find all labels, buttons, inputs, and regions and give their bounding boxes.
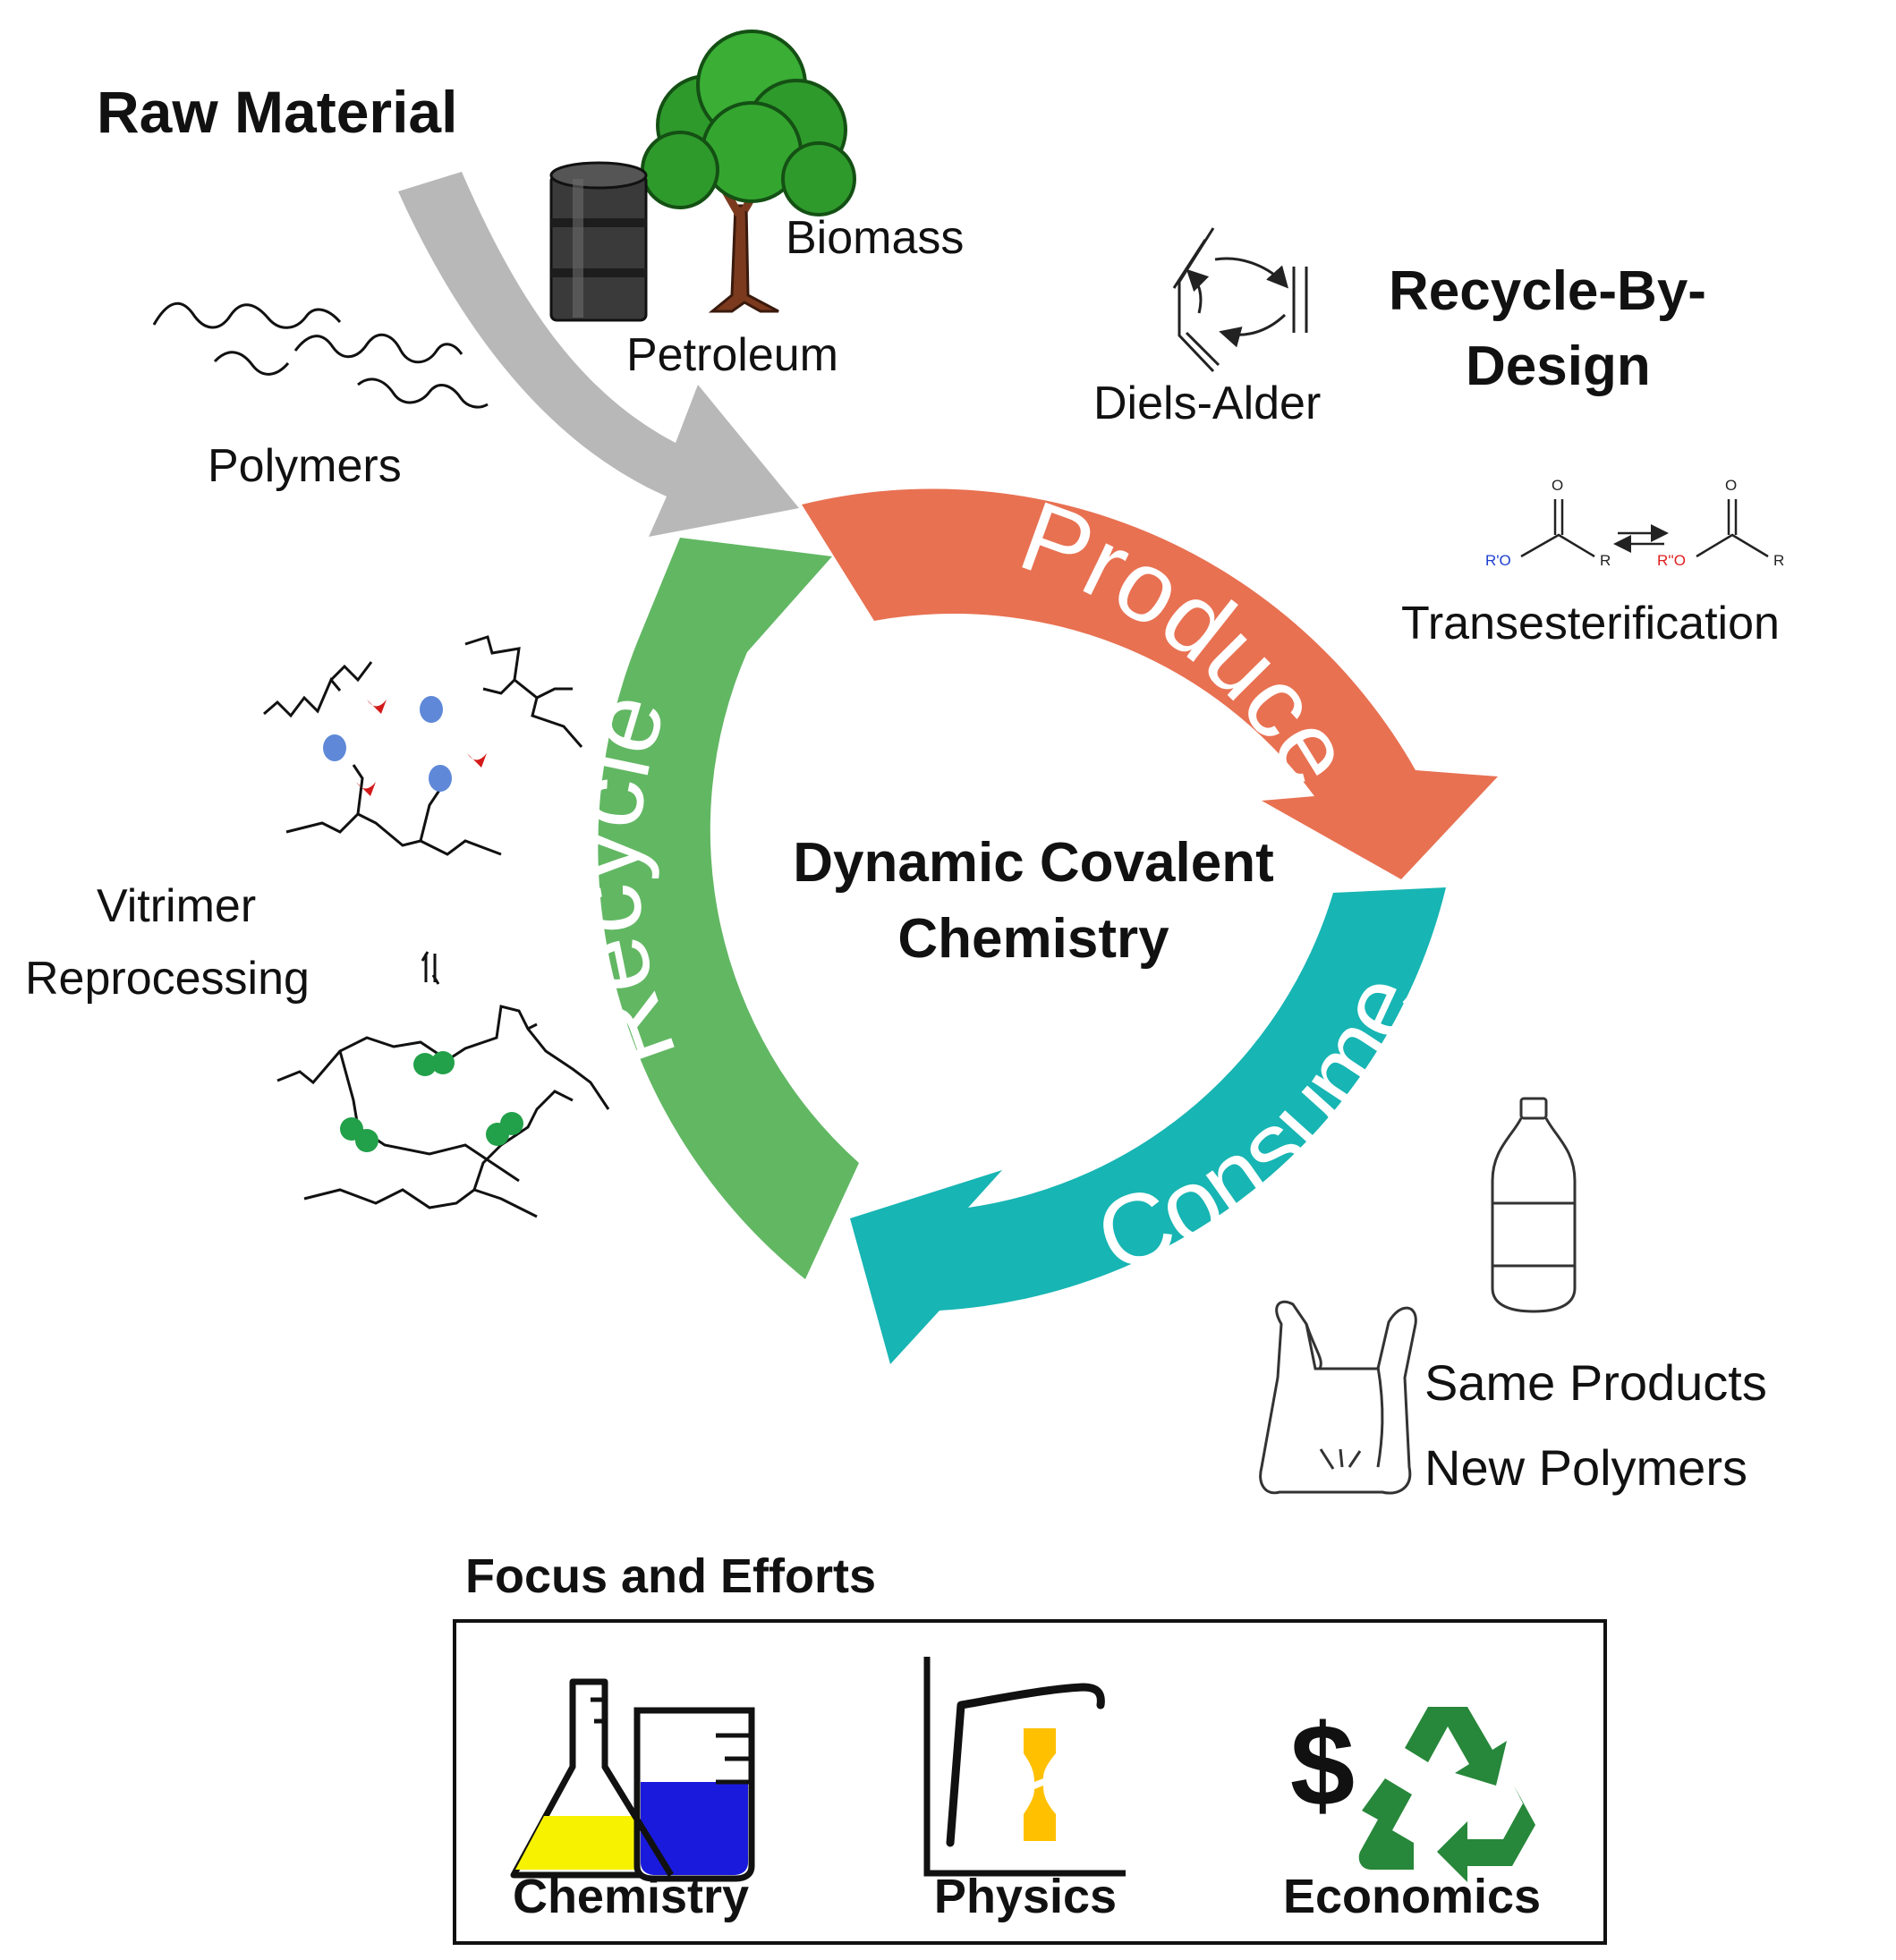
focus-box: [453, 1619, 1607, 1945]
vitrimer-label-line1: Vitrimer: [97, 880, 256, 932]
raw-material-title: Raw Material: [97, 79, 457, 145]
polymer-chains-icon: [152, 301, 489, 409]
oil-barrel-icon: [549, 161, 648, 322]
recycle-by-design-title-line2: Design: [1466, 335, 1651, 397]
products-label-line1: Same Products: [1424, 1354, 1767, 1411]
focus-title: Focus and Efforts: [465, 1549, 876, 1603]
ester-right-group: R''O: [1657, 552, 1686, 569]
flask-beaker-icon: [510, 1678, 755, 1882]
consume-label: Consume: [1083, 957, 1441, 1294]
tree-icon: [641, 30, 856, 313]
focus-item-chemistry: Chemistry: [513, 1870, 749, 1923]
ester-left-o: O: [1552, 477, 1563, 494]
petroleum-label: Petroleum: [626, 329, 838, 381]
diels-alder-scheme-icon: [1172, 227, 1308, 373]
plastic-bottle-icon: [1491, 1097, 1577, 1313]
diels-alder-label: Diels-Alder: [1093, 378, 1321, 429]
ester-left-group: R'O: [1485, 552, 1511, 569]
stress-strain-icon: [923, 1657, 1126, 1877]
produce-arrow: [802, 488, 1498, 879]
recycle-arrow: [598, 538, 859, 1279]
dollar-recycle-icon: $: [1290, 1700, 1535, 1882]
produce-label: Produce: [1007, 479, 1374, 803]
vitrimer-network-top-icon: [263, 635, 583, 856]
ester-right-r: R: [1773, 552, 1784, 569]
plastic-bag-icon: [1259, 1300, 1417, 1495]
polymers-label: Polymers: [208, 440, 402, 492]
raw-material-feed-arrow: [398, 172, 799, 537]
consume-arrow: [850, 887, 1446, 1364]
center-title-line1: Dynamic Covalent: [793, 832, 1274, 894]
biomass-label: Biomass: [786, 212, 964, 264]
ester-right-o: O: [1725, 477, 1737, 494]
transesterification-label: Transesterification: [1401, 598, 1780, 649]
vitrimer-label-line2: Reprocessing: [25, 953, 310, 1005]
recycle-by-design-title-line1: Recycle-By-: [1389, 260, 1706, 322]
vitrimer-network-bottom-icon: [276, 1005, 610, 1218]
focus-item-physics: Physics: [934, 1870, 1117, 1923]
center-title-line2: Chemistry: [897, 908, 1169, 970]
equilibrium-arrows-icon: [421, 951, 440, 985]
ester-left-r: R: [1600, 552, 1611, 569]
products-label-line2: New Polymers: [1424, 1439, 1747, 1496]
transesterification-scheme-icon: O O R'O R''O R R: [1485, 477, 1784, 569]
dollar-sign: $: [1290, 1700, 1355, 1830]
focus-item-economics: Economics: [1283, 1870, 1541, 1923]
